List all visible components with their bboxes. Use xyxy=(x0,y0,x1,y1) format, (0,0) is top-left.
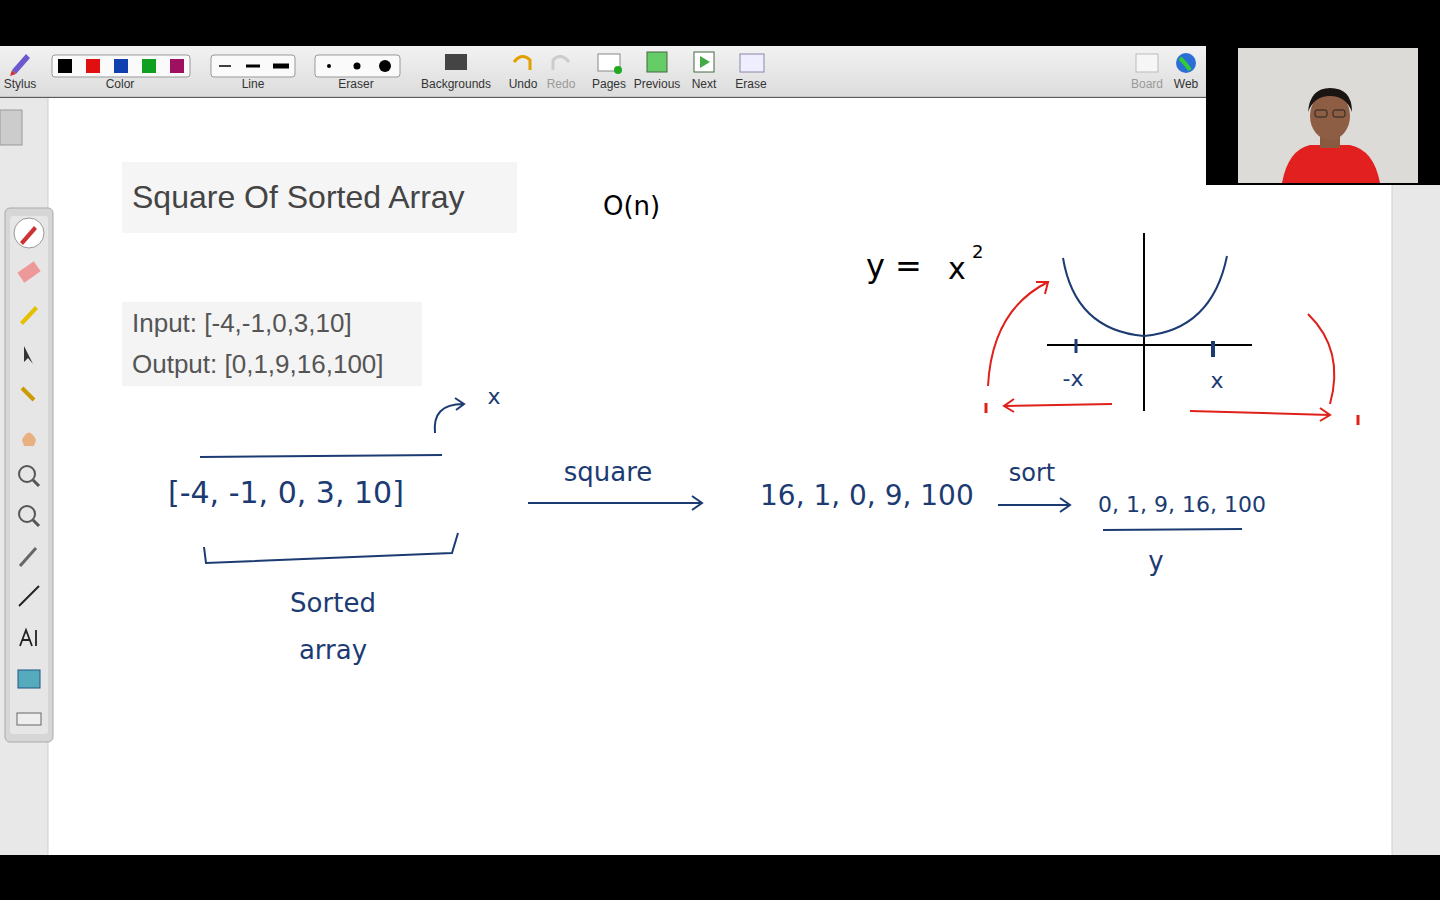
complexity-note: O(n) xyxy=(603,192,660,222)
step-label: square xyxy=(564,458,653,488)
toolbar-label: Color xyxy=(106,78,135,92)
toolbar-label: Undo xyxy=(509,78,538,92)
toolbar-label: Board xyxy=(1131,78,1163,92)
side-tab xyxy=(0,110,22,145)
variable-note: y xyxy=(1148,547,1163,577)
exponent: 2 xyxy=(972,242,983,263)
toolbar-icons xyxy=(445,52,1196,74)
red-arrows xyxy=(986,282,1358,425)
toolbar-label: Backgrounds xyxy=(421,78,491,92)
toolbar-label: Redo xyxy=(547,78,576,92)
step-label: sort xyxy=(1009,460,1055,488)
toolbar-label: Next xyxy=(692,78,717,92)
equation: y = xyxy=(866,248,922,285)
title: Square Of Sorted Array xyxy=(132,179,465,216)
toolbar-label: Eraser xyxy=(338,78,373,92)
io-box: Input: [-4,-1,0,3,10] Output: [0,1,9,16,1… xyxy=(122,302,422,386)
title-box: Square Of Sorted Array xyxy=(122,162,517,233)
eraser-sizes xyxy=(315,55,400,77)
toolbar-label: Pages xyxy=(592,78,626,92)
toolbar-label: Web xyxy=(1174,78,1198,92)
toolbar-label: Previous xyxy=(634,78,681,92)
stylus-icon xyxy=(10,54,30,76)
equation-variable: x xyxy=(948,252,966,287)
line-widths xyxy=(211,55,295,77)
input-array: [-4, -1, 0, 3, 10] xyxy=(168,476,404,511)
input-text: Input: [-4,-1,0,3,10] xyxy=(132,308,352,339)
toolbar-label: Stylus xyxy=(4,78,37,92)
toolbar-label: Erase xyxy=(735,78,766,92)
axis-label: x xyxy=(1210,368,1223,393)
toolbar-label: Line xyxy=(242,78,265,92)
squared-values: 16, 1, 0, 9, 100 xyxy=(760,480,974,512)
variable-note: x xyxy=(487,384,500,409)
sorted-values: 0, 1, 9, 16, 100 xyxy=(1098,492,1266,517)
color-swatches xyxy=(52,55,190,77)
axis-label: -x xyxy=(1063,366,1084,391)
parabola-graph xyxy=(1047,233,1252,411)
bracket-note: Sorted array xyxy=(278,580,388,674)
webcam-feed xyxy=(1206,46,1440,185)
output-text: Output: [0,1,9,16,100] xyxy=(132,349,384,380)
tool-palette xyxy=(5,208,53,742)
